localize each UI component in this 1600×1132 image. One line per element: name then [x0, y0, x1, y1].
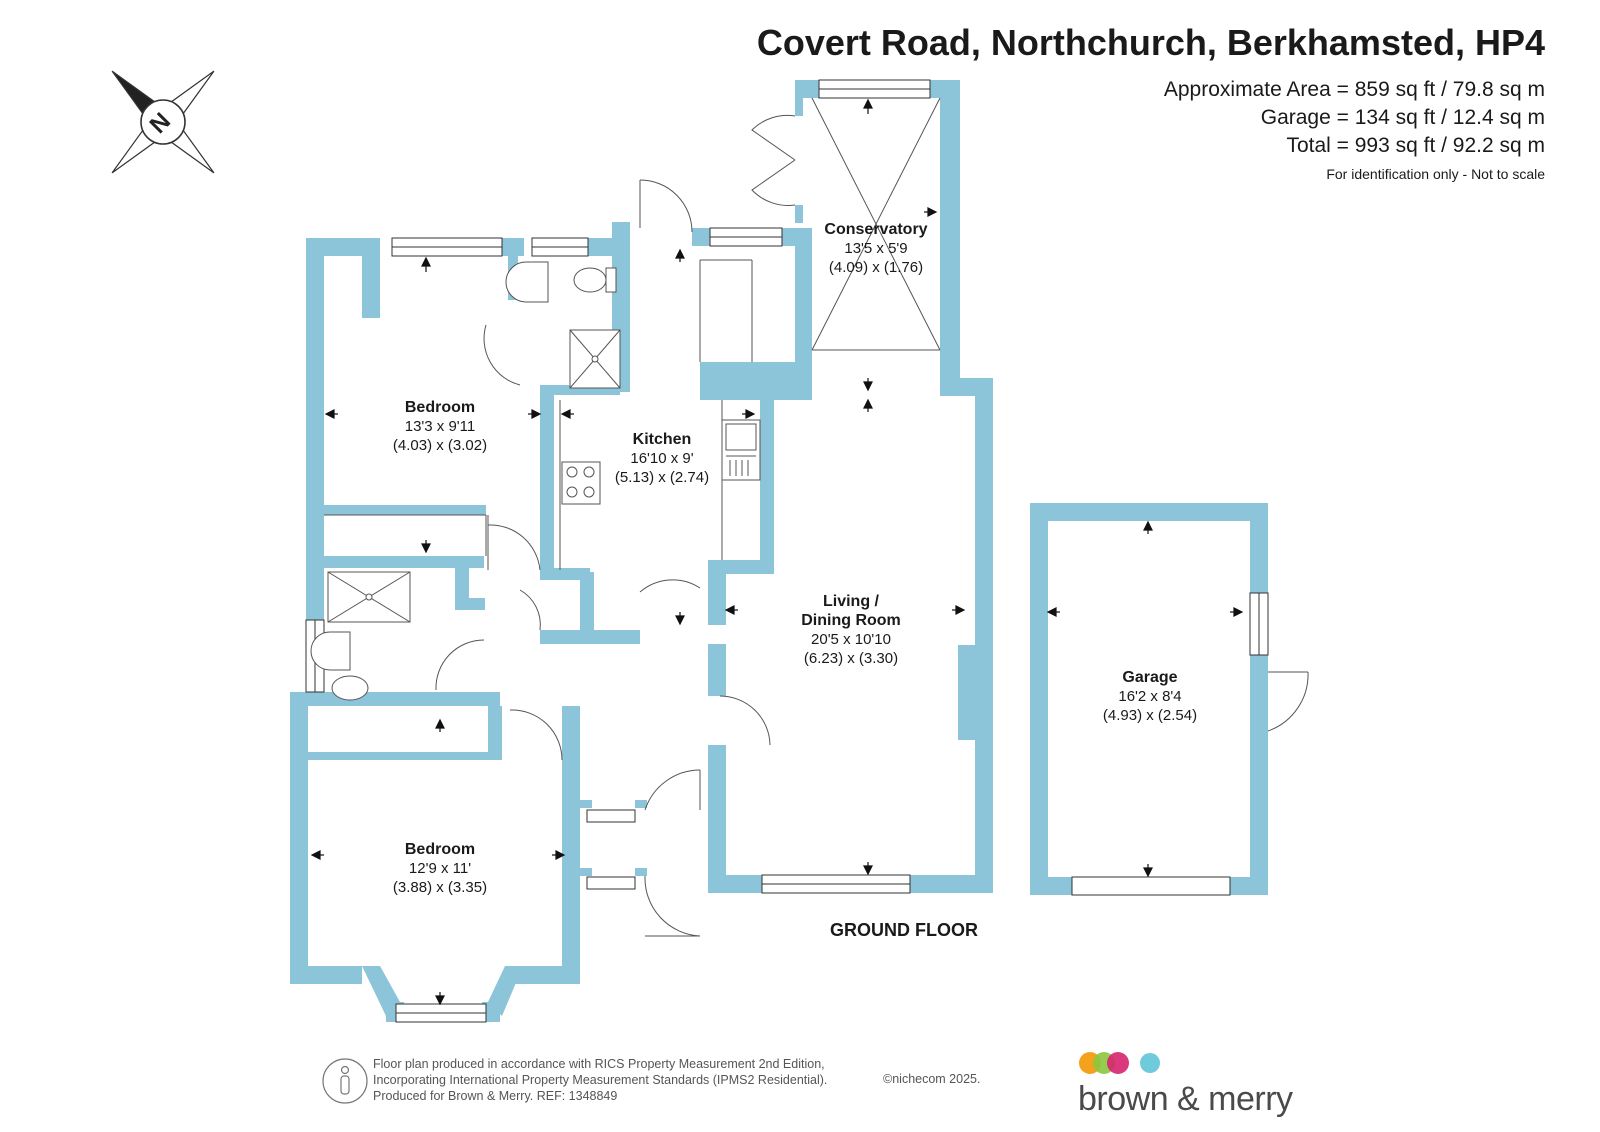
walls	[290, 80, 1268, 1022]
footer-line-2: Incorporating International Property Mea…	[373, 1073, 828, 1087]
room-conservatory: Conservatory 13'5 x 5'9 (4.09) x (1.76)	[824, 220, 927, 277]
brand-logo: brown & merry	[1078, 1080, 1293, 1118]
footer-line-1: Floor plan produced in accordance with R…	[373, 1057, 825, 1071]
room-metric: (3.88) x (3.35)	[392, 879, 488, 896]
copyright: ©nichecom 2025.	[883, 1072, 981, 1086]
room-metric: (4.93) x (2.54)	[1102, 707, 1198, 724]
room-imperial: 13'5 x 5'9	[844, 240, 908, 257]
page-title: Covert Road, Northchurch, Berkhamsted, H…	[756, 22, 1545, 63]
footer-notes: Floor plan produced in accordance with R…	[373, 1056, 827, 1104]
room-name-line2: Dining Room	[801, 612, 901, 629]
room-garage: Garage 16'2 x 8'4 (4.93) x (2.54)	[1103, 668, 1197, 725]
room-living-dining: Living / Dining Room 20'5 x 10'10 (6.23)…	[801, 592, 901, 668]
area-garage: Garage = 134 sq ft / 12.4 sq m	[1260, 106, 1545, 129]
room-name: Conservatory	[824, 221, 928, 238]
room-imperial: 16'2 x 8'4	[1118, 688, 1182, 705]
compass-rose-icon	[111, 70, 215, 174]
room-name-line1: Living /	[822, 593, 879, 610]
person-outline-icon	[322, 1058, 368, 1104]
door-swings	[324, 97, 1309, 937]
room-bedroom-1: Bedroom 13'3 x 9'11 (4.03) x (3.02)	[393, 398, 487, 455]
room-imperial: 16'10 x 9'	[630, 450, 694, 467]
room-metric: (4.03) x (3.02)	[392, 437, 488, 454]
floor-label: GROUND FLOOR	[830, 920, 978, 940]
room-name: Bedroom	[404, 841, 476, 858]
room-metric: (5.13) x (2.74)	[614, 469, 710, 486]
area-approximate: Approximate Area = 859 sq ft / 79.8 sq m	[1163, 78, 1545, 101]
room-bedroom-2: Bedroom 12'9 x 11' (3.88) x (3.35)	[393, 840, 487, 897]
room-kitchen: Kitchen 16'10 x 9' (5.13) x (2.74)	[615, 430, 709, 487]
room-metric: (6.23) x (3.30)	[803, 650, 899, 667]
room-name: Garage	[1122, 669, 1178, 686]
disclaimer: For identification only - Not to scale	[1326, 166, 1545, 182]
room-imperial: 13'3 x 9'11	[404, 418, 476, 435]
room-imperial: 12'9 x 11'	[408, 860, 472, 877]
fixtures	[310, 261, 761, 701]
measure-arrows	[310, 98, 1244, 1006]
room-name: Bedroom	[404, 399, 476, 416]
room-name: Kitchen	[632, 431, 692, 448]
room-imperial: 20'5 x 10'10	[811, 631, 891, 648]
brand-dots-icon	[1079, 1052, 1160, 1074]
area-total: Total = 993 sq ft / 92.2 sq m	[1286, 134, 1545, 157]
area-summary: Approximate Area = 859 sq ft / 79.8 sq m…	[1164, 76, 1545, 160]
footer-line-3: Produced for Brown & Merry. REF: 1348849	[373, 1089, 618, 1103]
room-metric: (4.09) x (1.76)	[828, 259, 924, 276]
